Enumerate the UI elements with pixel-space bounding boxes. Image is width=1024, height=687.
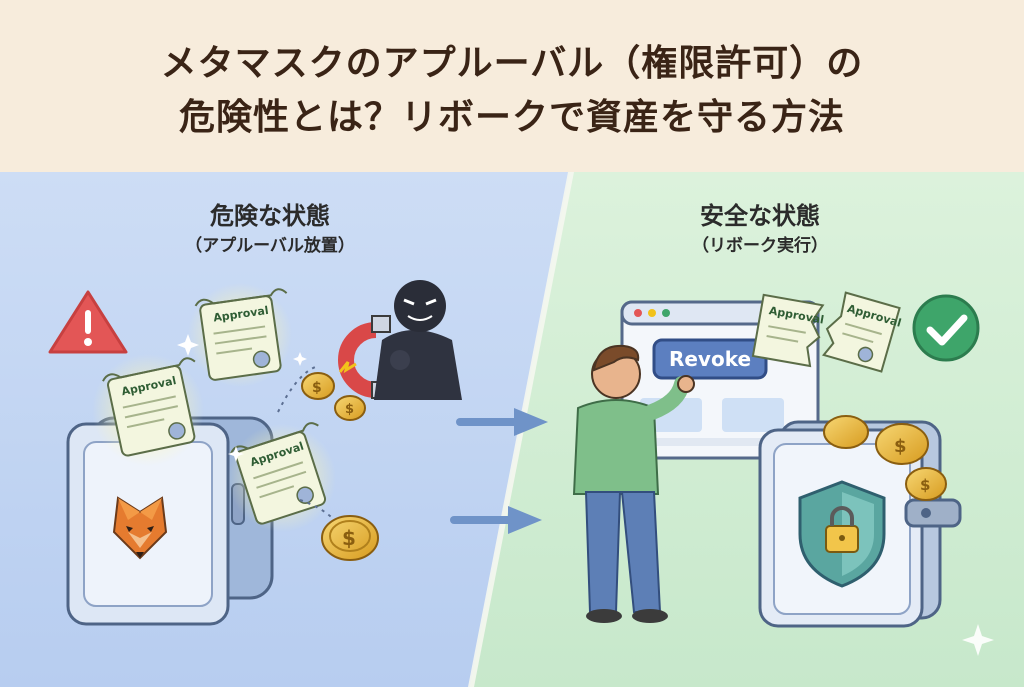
check-icon (912, 294, 980, 362)
torn-approval-document: Approval (821, 291, 903, 373)
torn-approval-document: Approval (751, 293, 825, 368)
warning-icon (48, 290, 128, 354)
safe-state-title: 安全な状態 (700, 202, 820, 230)
svg-text:$: $ (342, 526, 356, 550)
danger-state-subtitle: （アプルーバル放置） (185, 236, 355, 256)
coin (823, 415, 869, 449)
hacker-figure (374, 280, 462, 400)
svg-text:$: $ (312, 380, 322, 396)
page-title-line-1: メタマスクのアプルーバル（権限許可）の (160, 43, 864, 84)
svg-text:Revoke: Revoke (669, 347, 751, 371)
user-figure (572, 344, 695, 623)
coin: $ (321, 515, 379, 561)
approval-document: Approval (194, 288, 288, 381)
coin: $ (334, 395, 366, 421)
danger-state-title: 危険な状態 (210, 202, 330, 230)
header-background (0, 0, 1024, 172)
safe-state-subtitle: （リボーク実行） (692, 236, 828, 256)
sparkle-icon (177, 334, 307, 462)
shield-lock-icon (798, 480, 886, 588)
coin: $ (301, 372, 335, 400)
coin: $ (875, 423, 929, 465)
right-panel-heading: 安全な状態 （リボーク実行） (610, 196, 910, 256)
page-title-line-2: 危険性とは？リボークで資産を守る方法 (178, 97, 845, 138)
left-panel-heading: 危険な状態 （アプルーバル放置） (130, 196, 410, 256)
svg-text:$: $ (894, 436, 907, 457)
svg-text:$: $ (345, 402, 354, 417)
coin: $ (905, 467, 947, 501)
svg-text:$: $ (920, 476, 930, 494)
arrow-icon (450, 408, 548, 534)
fox-logo-icon (112, 496, 168, 560)
sparkle-icon (962, 624, 994, 656)
approval-document: Approval (102, 357, 196, 457)
revoke-button[interactable]: Revoke (652, 338, 768, 380)
